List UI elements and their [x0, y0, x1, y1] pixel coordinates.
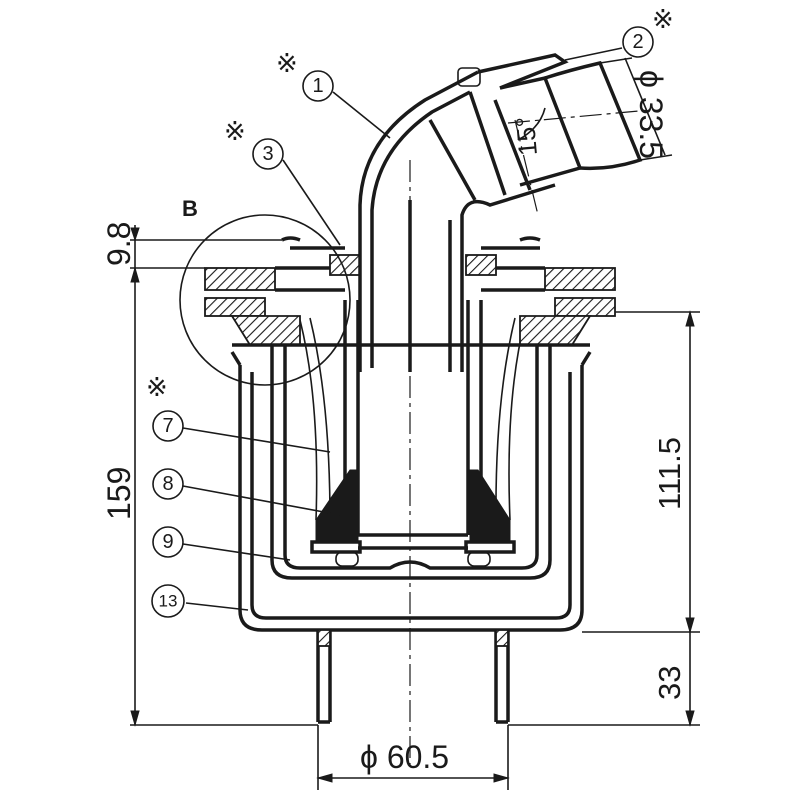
hose-elbow — [358, 53, 643, 372]
center-lines — [409, 109, 651, 770]
callout-13-number: 13 — [159, 592, 178, 611]
callout-8: 8 — [152, 468, 184, 500]
callout-2: 2 ※ — [622, 4, 674, 58]
outer-body — [230, 351, 592, 632]
callout-1-mark: ※ — [276, 48, 298, 78]
callout-2-mark: ※ — [652, 4, 674, 34]
dimension-lines — [130, 57, 700, 790]
callout-3-mark: ※ — [224, 116, 246, 146]
callout-9-number: 9 — [162, 531, 173, 553]
callout-2-number: 2 — [632, 31, 643, 53]
dim-33: 33 — [652, 666, 687, 700]
dim-angle-15: 15° — [510, 115, 543, 157]
callout-1-number: 1 — [312, 75, 323, 97]
dim-phi-60-5: ϕ 60.5 — [360, 739, 449, 775]
callout-leaders — [182, 47, 623, 611]
dim-phi-33-5: ϕ 33.5 — [633, 70, 669, 159]
dim-159: 159 — [101, 467, 137, 520]
dim-111-5: 111.5 — [652, 437, 687, 510]
detail-circle-b — [179, 214, 351, 386]
callout-13: 13 — [151, 584, 185, 618]
trap-core — [299, 317, 526, 567]
detail-label: B — [182, 196, 198, 221]
callout-1: 1 ※ — [276, 48, 334, 102]
callout-3-number: 3 — [262, 143, 273, 165]
top-flange — [204, 236, 616, 347]
outlet-pipe — [316, 629, 510, 724]
callout-7-number: 7 — [162, 415, 173, 437]
dim-9-8: 9.8 — [101, 222, 137, 266]
inner-cylinder — [343, 300, 483, 535]
callout-3: 3 ※ — [224, 116, 284, 170]
callout-9: 9 — [152, 526, 184, 558]
callout-7: 7 ※ — [146, 372, 184, 442]
callout-8-number: 8 — [162, 473, 173, 495]
callout-7-mark: ※ — [146, 372, 168, 402]
